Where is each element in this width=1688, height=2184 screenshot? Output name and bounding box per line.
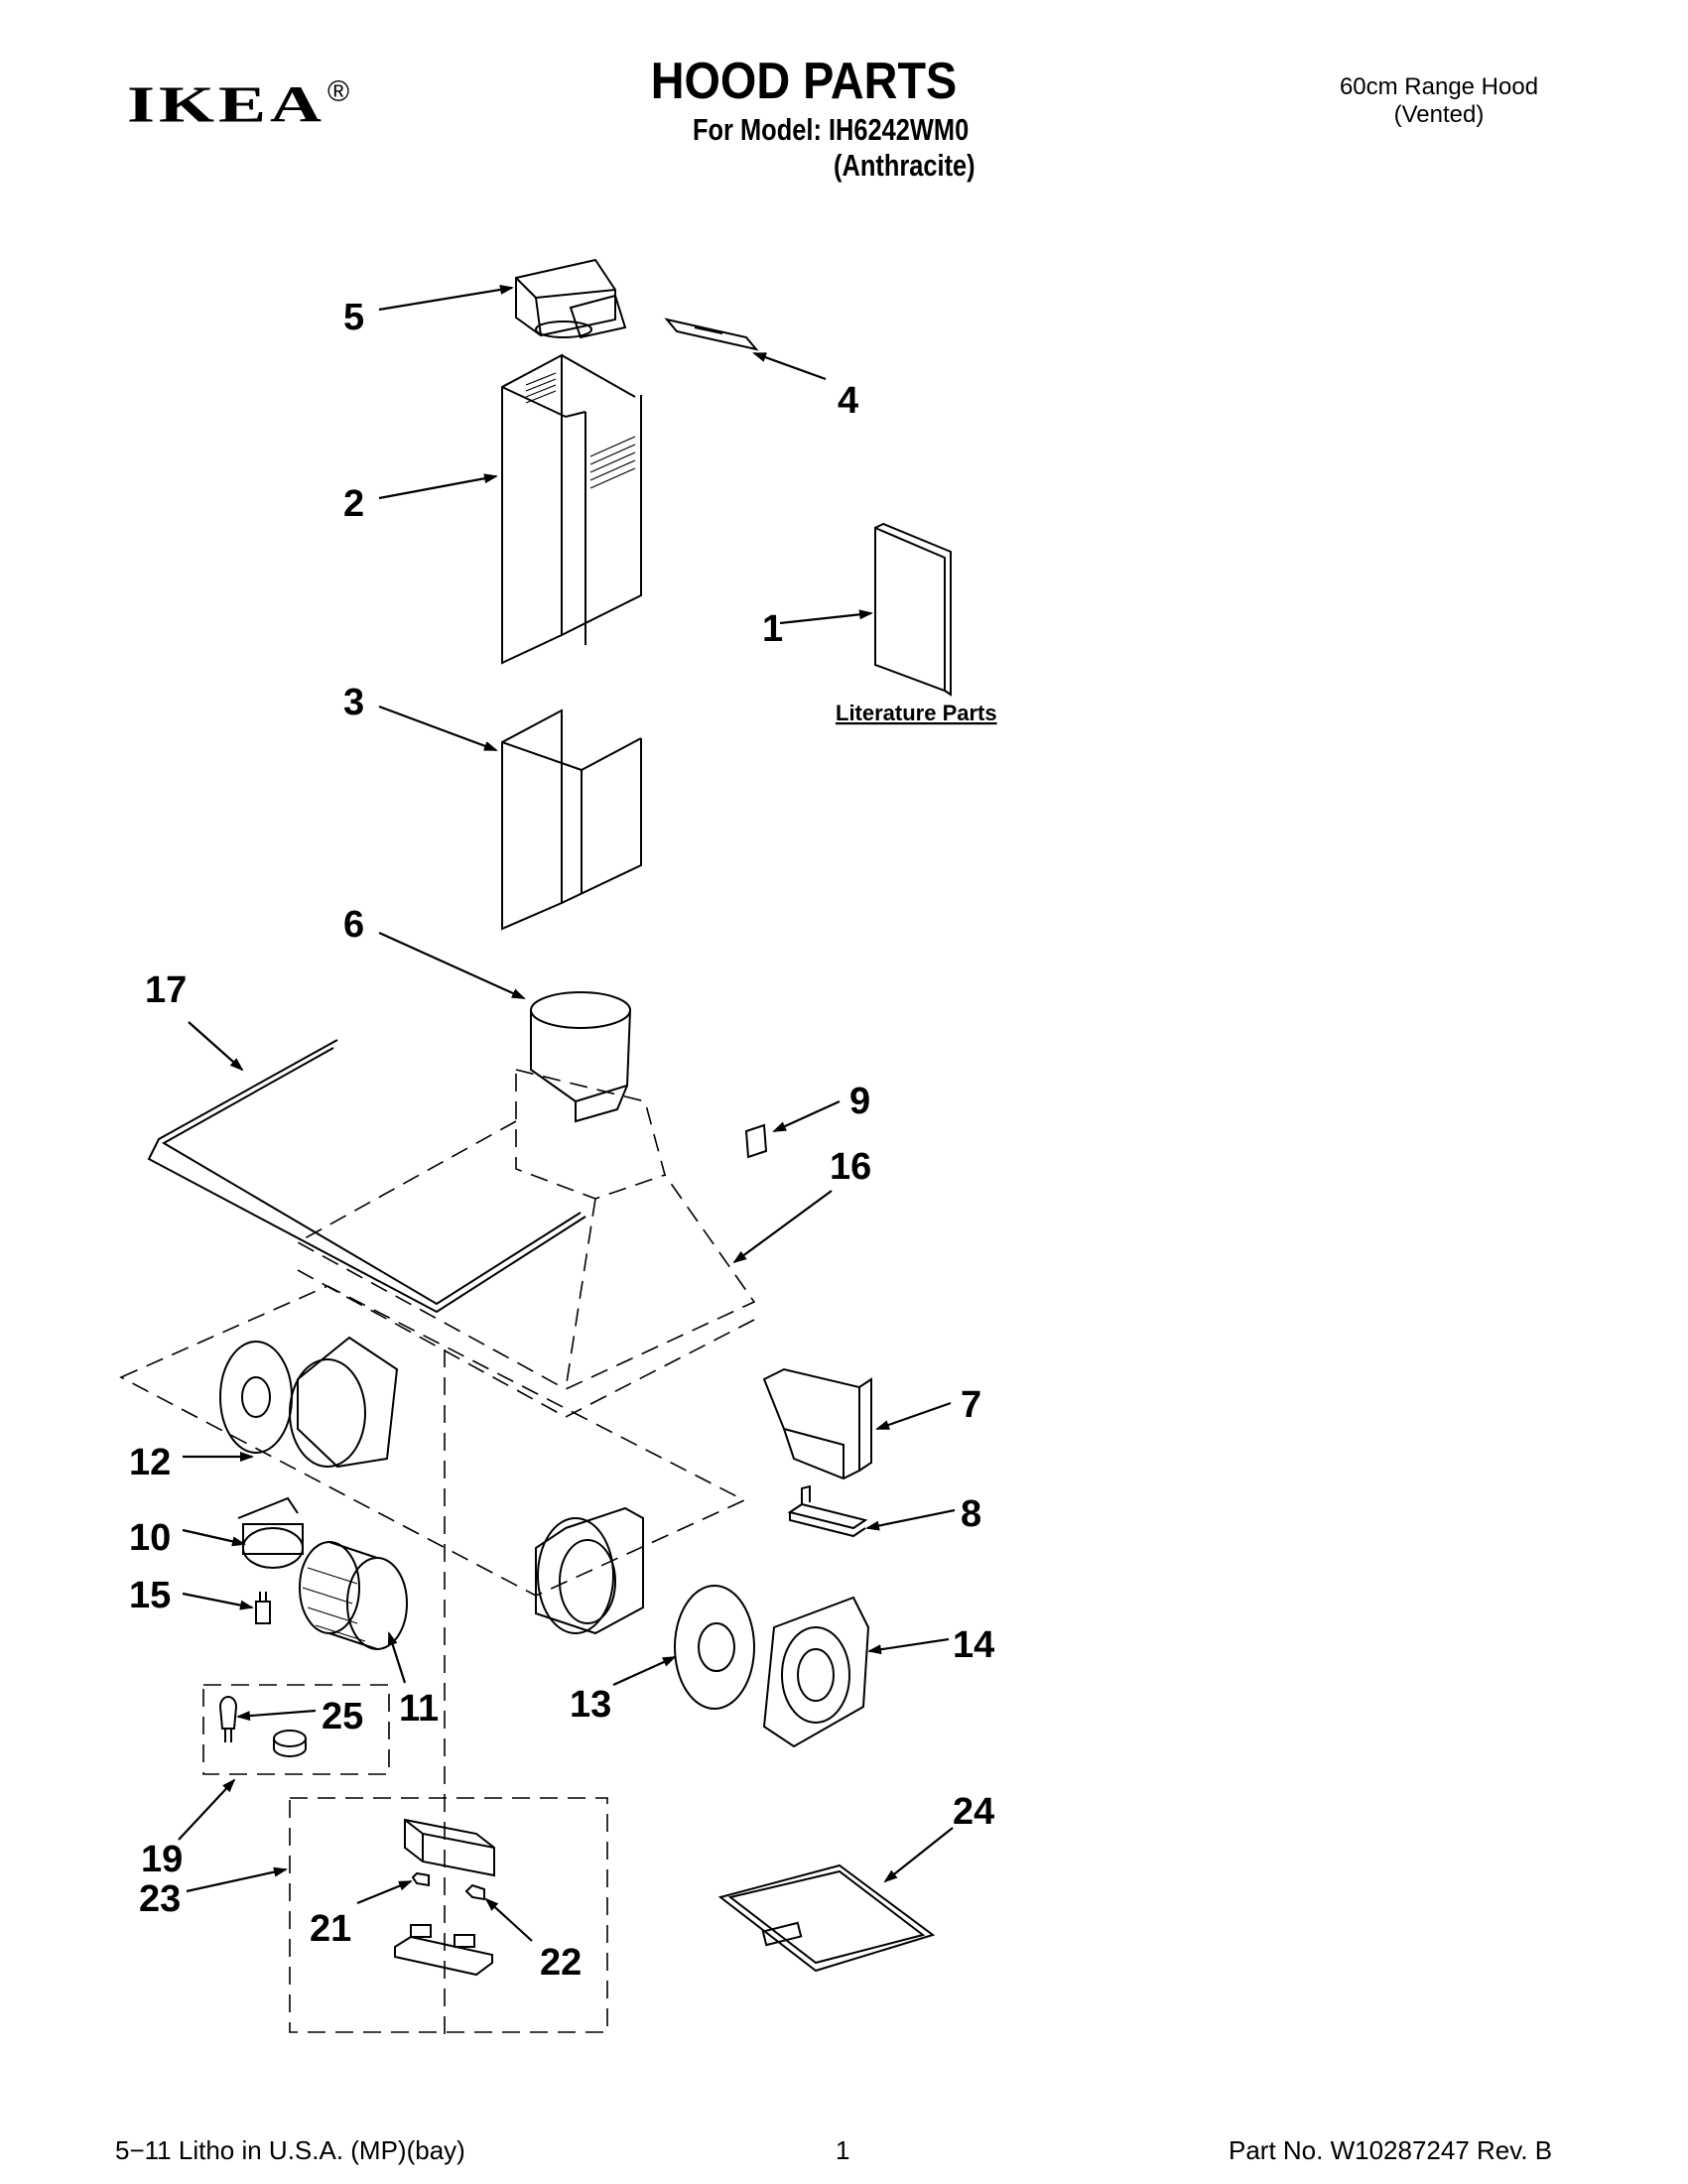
callout-13: 13 (570, 1684, 611, 1726)
part-11-blower-wheel (299, 1541, 408, 1650)
literature-parts-label: Literature Parts (836, 701, 997, 725)
part-13-motor-plate (674, 1585, 755, 1710)
callout-16: 16 (830, 1146, 871, 1188)
part-17-gasket (147, 1039, 586, 1314)
callout-10: 10 (129, 1517, 171, 1559)
product-variant: (Vented) (1393, 101, 1485, 128)
callout-24: 24 (953, 1791, 994, 1833)
brand-name: IKEA (127, 75, 326, 133)
callout-4: 4 (838, 380, 858, 422)
page-number: 1 (836, 2135, 850, 2165)
part-8-switch-board (787, 1484, 868, 1538)
part-14-housing-cover (762, 1596, 870, 1748)
callout-8: 8 (961, 1493, 981, 1535)
callout-14: 14 (953, 1624, 994, 1666)
callout-19: 19 (141, 1839, 183, 1880)
callout-7: 7 (961, 1384, 981, 1426)
callout-2: 2 (343, 483, 364, 525)
part-number: Part No. W10287247 Rev. B (1229, 2135, 1553, 2165)
callout-21: 21 (310, 1908, 351, 1950)
blower-housing-right (535, 1506, 644, 1635)
print-info: 5−11 Litho in U.S.A. (MP)(bay) (115, 2135, 465, 2165)
part-7-control-bracket (762, 1367, 872, 1480)
part-19-light-assembly (202, 1684, 390, 1775)
part-23-light-switch-assembly (289, 1797, 608, 2033)
part-12-blower-housing-left (219, 1336, 399, 1469)
callout-12: 12 (129, 1442, 171, 1483)
registered-mark: ® (327, 75, 350, 108)
callout-11: 11 (399, 1688, 439, 1730)
brand-logo: IKEA® (127, 69, 425, 139)
callout-15: 15 (129, 1575, 171, 1616)
part-22-switch (464, 1883, 485, 1901)
part-4-mounting-bracket (664, 318, 759, 351)
part-3-lower-chimney (501, 708, 642, 931)
part-6-blower-adapter (530, 991, 631, 1123)
page-title: HOOD PARTS (650, 53, 958, 110)
part-15-capacitor (255, 1592, 271, 1624)
callout-1: 1 (762, 608, 783, 650)
callout-labels: 1 2 3 4 5 6 7 8 9 10 11 12 13 14 15 16 1… (129, 297, 994, 1984)
product-type: 60cm Range Hood (1339, 73, 1539, 100)
part-16-hood-canopy (296, 1068, 756, 1418)
callout-17: 17 (145, 969, 187, 1011)
callout-9: 9 (849, 1081, 870, 1122)
callout-arrows (178, 285, 956, 1942)
product-description: 60cm Range Hood (Vented) (1290, 73, 1588, 129)
model-line: For Model: IH6242WM0 (693, 112, 970, 147)
part-10-blower-motor (237, 1496, 304, 1569)
part-5-duct-connector (515, 258, 627, 339)
callout-23: 23 (139, 1878, 181, 1920)
callout-3: 3 (343, 682, 364, 723)
part-1-literature-booklet: Literature Parts (836, 522, 997, 725)
part-21-switch (411, 1871, 430, 1887)
part-2-upper-chimney (501, 353, 642, 665)
callout-5: 5 (343, 297, 364, 338)
callout-25: 25 (322, 1696, 363, 1737)
blower-assembly-outline (119, 1285, 746, 2034)
callout-6: 6 (343, 904, 364, 946)
callout-22: 22 (540, 1942, 582, 1984)
part-24-grease-filter (717, 1863, 936, 1973)
part-9-clip (744, 1123, 768, 1159)
finish-line: (Anthracite) (834, 148, 975, 183)
